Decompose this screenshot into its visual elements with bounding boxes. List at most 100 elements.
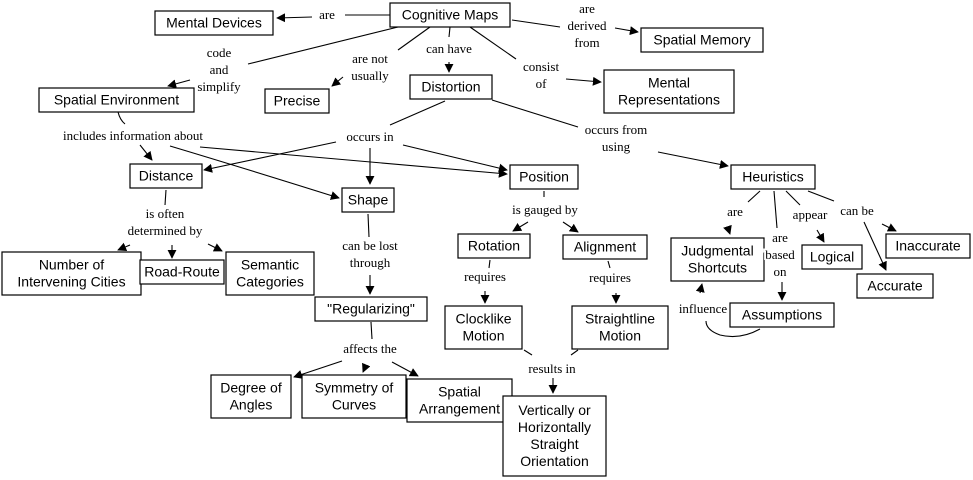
- edge-occursin-0: [389, 100, 446, 126]
- edge-lost-0: [367, 213, 370, 238]
- link-label-text: based: [765, 247, 795, 262]
- node-precise[interactable]: Precise: [264, 88, 330, 114]
- node-distortion[interactable]: Distortion: [409, 74, 493, 100]
- link-label-halo: are: [772, 230, 788, 245]
- node-heuristics[interactable]: Heuristics: [730, 164, 816, 190]
- edge-includes-2: [169, 145, 340, 200]
- edge-includes-1: [139, 144, 153, 161]
- node-label: Judgmental: [681, 243, 753, 259]
- node-inaccurate[interactable]: Inaccurate: [885, 233, 971, 259]
- link-label-text: affects the: [343, 341, 397, 356]
- node-rotation[interactable]: Rotation: [457, 233, 531, 259]
- link-label-text: results in: [528, 361, 576, 376]
- node-accurate[interactable]: Accurate: [856, 273, 934, 299]
- node-label: Straight: [530, 436, 578, 452]
- edge-gauged-1: [512, 221, 529, 232]
- node-alignment[interactable]: Alignment: [562, 234, 648, 260]
- link-label-text: are: [319, 7, 335, 22]
- node-box: [409, 74, 493, 100]
- node-label: Precise: [274, 93, 321, 109]
- link-label-text: consist: [523, 59, 560, 74]
- node-cognitive-maps[interactable]: Cognitive Maps: [389, 2, 511, 28]
- link-label-text: and: [210, 62, 229, 77]
- node-assumptions[interactable]: Assumptions: [729, 302, 835, 328]
- node-box: [1, 251, 142, 296]
- edge-code-2: [167, 79, 191, 89]
- node-vertically-horizontally[interactable]: Vertically orHorizontallyStraightOrienta…: [502, 395, 607, 477]
- link-label-text: are: [727, 204, 743, 219]
- node-box: [444, 305, 523, 350]
- edge-affects-3: [391, 361, 419, 377]
- link-label-text: simplify: [197, 79, 241, 94]
- node-regularizing[interactable]: "Regularizing": [314, 296, 428, 322]
- node-label: Alignment: [574, 239, 636, 255]
- node-box: [341, 187, 395, 213]
- node-road-route[interactable]: Road-Route: [139, 259, 225, 285]
- link-label-halo: results in: [528, 361, 576, 376]
- node-label: Orientation: [520, 453, 588, 469]
- edge-req1-0: [488, 259, 491, 269]
- edge-affects-2: [362, 362, 371, 373]
- edge-influence-2: [695, 283, 705, 294]
- node-mental-devices[interactable]: Mental Devices: [154, 10, 274, 36]
- link-label-text: influence: [679, 301, 728, 316]
- link-label-text: occurs in: [346, 129, 394, 144]
- node-box: [562, 234, 648, 260]
- node-label: Distance: [139, 168, 194, 184]
- node-position[interactable]: Position: [509, 164, 579, 190]
- link-label-halo: requires: [464, 269, 506, 284]
- edge-derived-1: [511, 19, 561, 28]
- node-box: [640, 27, 764, 53]
- node-label: Distortion: [421, 79, 480, 95]
- node-spatial-environment[interactable]: Spatial Environment: [38, 87, 195, 113]
- link-label-halo: are: [727, 204, 743, 219]
- edge-occursin-1: [203, 141, 337, 173]
- edge-appear-1: [816, 229, 825, 243]
- node-distance[interactable]: Distance: [129, 163, 203, 189]
- link-label-halo: occurs from: [585, 122, 647, 137]
- node-label: Accurate: [867, 278, 922, 294]
- node-label: Rotation: [468, 238, 520, 254]
- edge-are-2: [276, 13, 313, 23]
- edge-appear-0: [785, 190, 801, 206]
- link-label-halo: are: [579, 1, 595, 16]
- node-label: Degree of: [220, 380, 282, 396]
- edge-includes-0: [117, 111, 126, 125]
- node-label: "Regularizing": [327, 301, 415, 317]
- node-spatial-memory[interactable]: Spatial Memory: [640, 27, 764, 53]
- edges: [117, 13, 897, 394]
- link-label-text: requires: [464, 269, 506, 284]
- link-label-halo: affects the: [343, 341, 397, 356]
- node-box: [502, 395, 607, 477]
- node-label: Curves: [332, 397, 376, 413]
- edge-consist-1: [469, 26, 517, 60]
- node-label: Spatial Memory: [653, 32, 750, 48]
- edge-canbe-1: [881, 223, 897, 232]
- node-label: Arrangement: [419, 401, 500, 417]
- edge-fromusing-2: [657, 151, 729, 169]
- node-shape[interactable]: Shape: [341, 187, 395, 213]
- node-label: Representations: [618, 92, 720, 108]
- node-box: [729, 302, 835, 328]
- node-label: Position: [519, 169, 569, 185]
- node-box: [670, 237, 765, 282]
- edge-notusual-2: [331, 76, 344, 87]
- link-label-halo: derived: [568, 18, 607, 33]
- link-label-halo: from: [574, 35, 599, 50]
- node-logical[interactable]: Logical: [801, 244, 863, 270]
- node-label: Road-Route: [144, 264, 220, 280]
